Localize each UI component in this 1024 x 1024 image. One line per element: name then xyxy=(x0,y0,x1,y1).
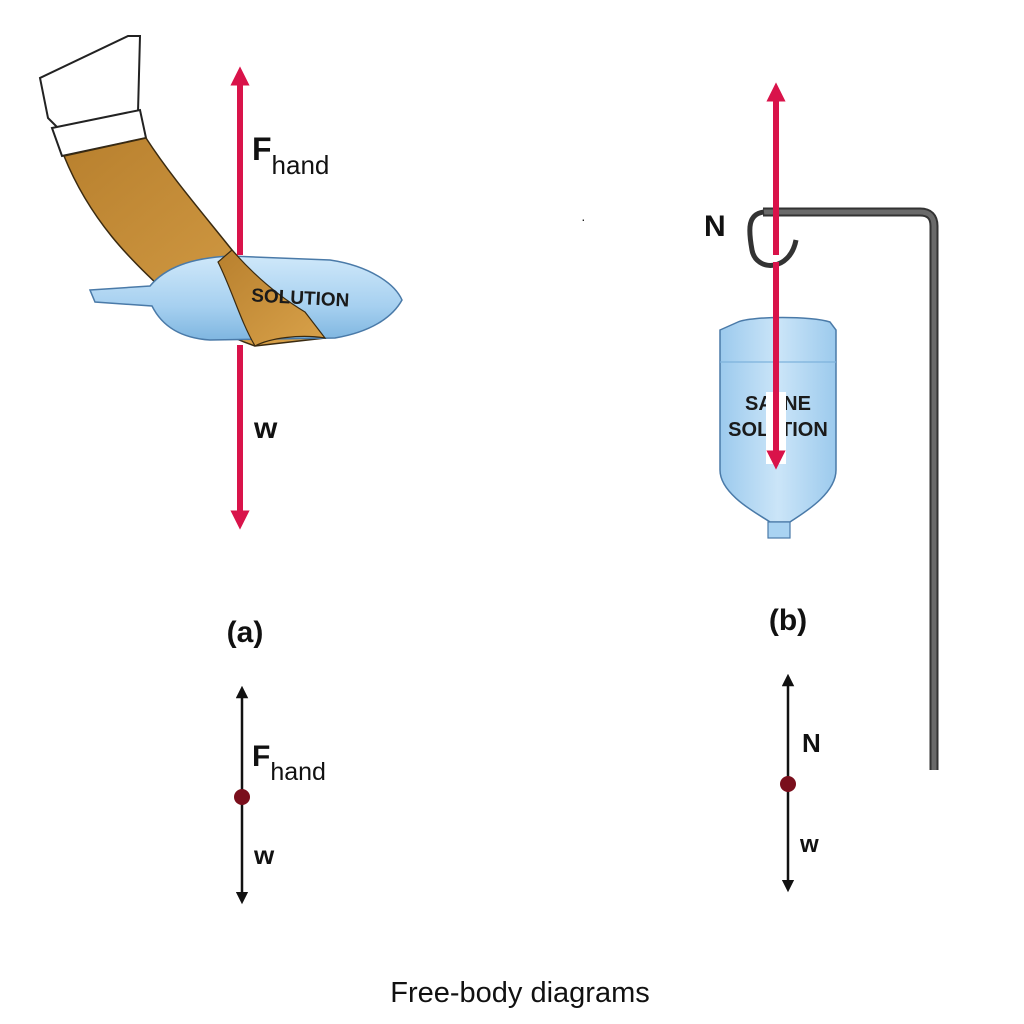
fbd-b: N w xyxy=(780,673,821,893)
fbd-b-point xyxy=(780,776,796,792)
iv-pole xyxy=(747,207,939,770)
normal-force-label: N xyxy=(704,210,726,243)
weight-label: w xyxy=(253,412,278,445)
sleeve-illustration xyxy=(38,35,148,158)
fbd-a: Fhand w xyxy=(234,685,326,905)
fbd-b-down-label: w xyxy=(799,831,819,858)
fbd-b-up-label: N xyxy=(802,728,821,758)
panel-b: · SA NE SOL TION N (b) N w xyxy=(581,82,939,893)
figure-caption: Free-body diagrams xyxy=(390,977,650,1009)
bag-label: SOLUTION xyxy=(251,285,350,311)
solution-bag: SOLUTION xyxy=(88,249,403,347)
panel-a: SOLUTION Fhand w (a) Fhand w xyxy=(38,35,403,905)
fbd-a-down-label: w xyxy=(253,840,275,870)
fbd-a-up-label: Fhand xyxy=(252,740,326,786)
fbd-a-point xyxy=(234,789,250,805)
stray-dot: · xyxy=(581,211,586,227)
panel-a-label: (a) xyxy=(227,616,264,649)
force-hand-label: Fhand xyxy=(252,131,329,180)
panel-b-label: (b) xyxy=(769,604,807,637)
